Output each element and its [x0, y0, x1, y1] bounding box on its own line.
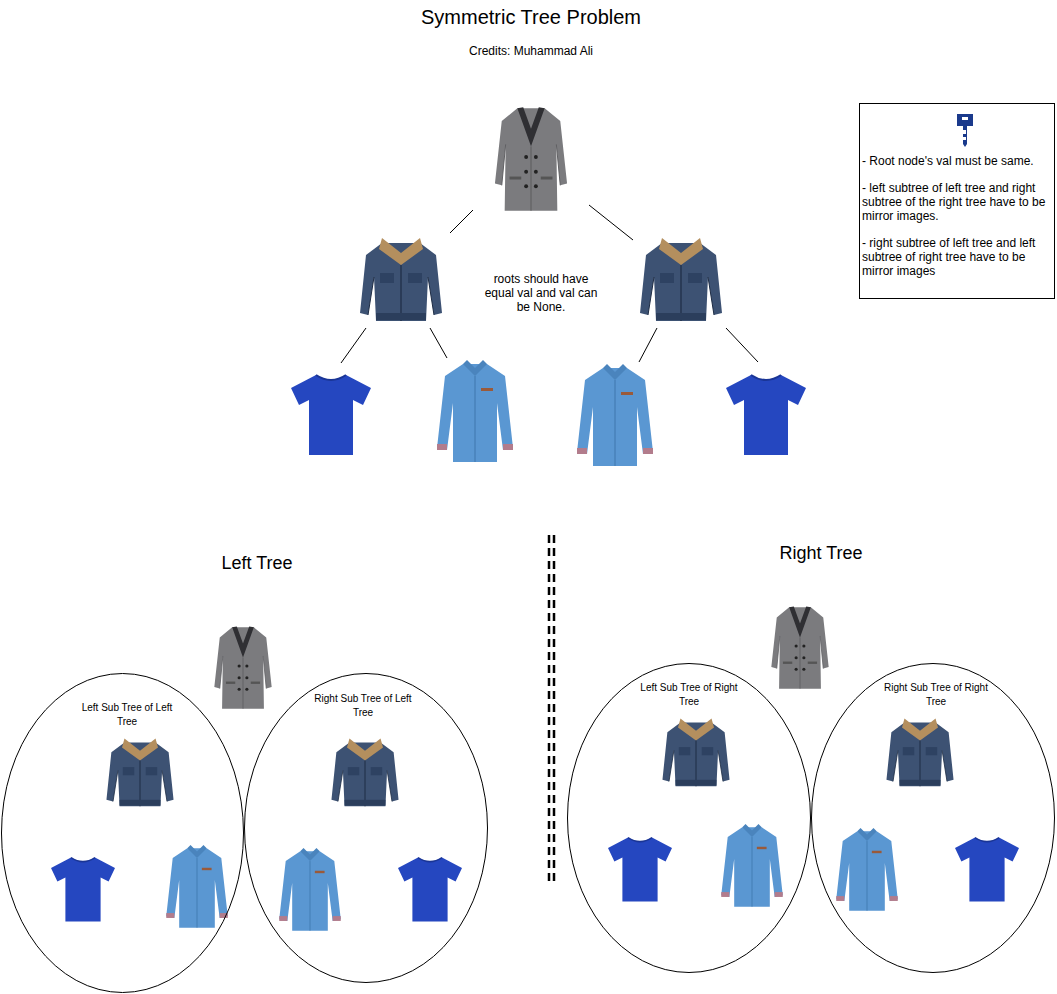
- shirt-node: [577, 364, 653, 466]
- shirt-node: [437, 360, 513, 462]
- tshirt-node: [291, 375, 371, 455]
- shirt-node: [721, 824, 783, 907]
- ellipse-outline: [811, 663, 1055, 973]
- divider: [548, 535, 551, 884]
- divider: [553, 535, 556, 884]
- subtree-label: Left Sub Tree of Left Tree: [71, 701, 183, 729]
- tree-line: [341, 328, 366, 363]
- ellipse-outline: [812, 664, 1055, 973]
- jacket-node: [331, 738, 398, 806]
- tree-line: [450, 210, 473, 233]
- tree-heading: Left Tree: [157, 553, 357, 574]
- tshirt-node: [726, 375, 806, 455]
- tree-line: [589, 205, 633, 240]
- key-icon: [957, 114, 973, 147]
- rule-text: - left subtree of left tree and right su…: [862, 181, 1052, 223]
- tree-line: [726, 328, 758, 362]
- tshirt-node: [51, 858, 115, 922]
- tshirt-node: [608, 838, 672, 902]
- jacket-node: [360, 238, 442, 321]
- shirt-node: [166, 845, 228, 928]
- jacket-node: [640, 238, 722, 321]
- subtree-ellipse: Right Sub Tree of Left Tree: [244, 673, 488, 983]
- shirt-node: [279, 848, 341, 931]
- rule-text: - Root node's val must be same.: [862, 154, 1052, 168]
- rule-text: - right subtree of left tree and left su…: [862, 236, 1052, 278]
- subtree-ellipse: Left Sub Tree of Right Tree: [567, 663, 811, 973]
- coat-root: [771, 607, 828, 689]
- subtree-label: Left Sub Tree of Right Tree: [633, 681, 745, 709]
- subtree-label: Right Sub Tree of Right Tree: [880, 681, 992, 709]
- coat-root: [214, 627, 271, 709]
- shirt-node: [836, 828, 898, 911]
- subtree-label: Right Sub Tree of Left Tree: [307, 692, 419, 720]
- credits: Credits: Muhammad Ali: [381, 44, 681, 58]
- ellipse-outline: [245, 674, 488, 983]
- jacket-node: [886, 718, 953, 786]
- ellipse-outline: [2, 674, 244, 993]
- subtree-ellipse: Left Sub Tree of Left Tree: [1, 673, 244, 993]
- tree-line: [639, 328, 657, 362]
- jacket-node: [106, 738, 173, 806]
- rule-box: - Root node's val must be same. - left su…: [859, 103, 1055, 299]
- jacket-node: [662, 718, 729, 786]
- tree-heading: Right Tree: [721, 543, 921, 564]
- ellipse-outline: [567, 663, 811, 973]
- note: roots should have equal val and val can …: [480, 272, 602, 314]
- ellipse-outline: [244, 673, 488, 983]
- tshirt-node: [398, 858, 462, 922]
- subtree-ellipse: Right Sub Tree of Right Tree: [811, 663, 1055, 973]
- coat-root: [495, 107, 567, 210]
- tree-line: [430, 328, 447, 358]
- ellipse-outline: [568, 664, 811, 973]
- tshirt-node: [955, 838, 1019, 902]
- title: Symmetric Tree Problem: [281, 6, 781, 29]
